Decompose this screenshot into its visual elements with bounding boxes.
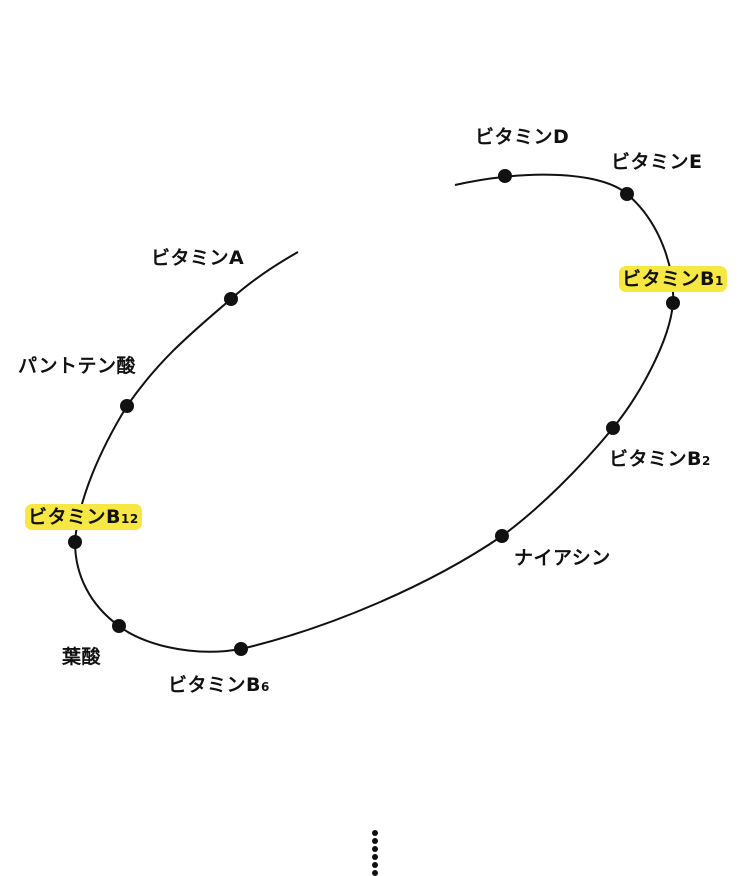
node-label-main: ビタミンA: [151, 247, 245, 269]
node-label-vitamin-b12: ビタミンB12: [25, 504, 142, 530]
node-dot-vitamin-b2: [606, 421, 620, 435]
node-label-subscript: 2: [701, 454, 711, 468]
node-label-vitamin-b6: ビタミンB6: [168, 676, 270, 695]
node-label-main: ビタミンB: [609, 448, 702, 470]
node-label-main: ビタミンE: [611, 151, 703, 173]
node-dot-vitamin-d: [498, 169, 512, 183]
node-label-pantothenic-acid: パントテン酸: [18, 357, 136, 376]
node-label-main: ビタミンB: [28, 506, 121, 528]
node-label-subscript: 6: [260, 680, 270, 694]
node-label-subscript: 12: [120, 512, 139, 526]
vertical-ellipsis-icon: [371, 828, 379, 876]
node-label-vitamin-a: ビタミンA: [151, 249, 244, 268]
node-label-subscript: 1: [714, 274, 724, 288]
node-dot-vitamin-e: [620, 187, 634, 201]
node-dot-vitamin-b1: [666, 296, 680, 310]
node-label-vitamin-d: ビタミンD: [475, 128, 569, 147]
node-dot-vitamin-a: [224, 292, 238, 306]
node-dot-folic-acid: [112, 619, 126, 633]
node-dot-niacin: [495, 529, 509, 543]
node-label-vitamin-e: ビタミンE: [611, 153, 702, 172]
node-dot-vitamin-b6: [234, 642, 248, 656]
node-label-niacin: ナイアシン: [514, 549, 611, 568]
node-label-folic-acid: 葉酸: [62, 648, 101, 667]
node-label-vitamin-b1: ビタミンB1: [619, 266, 727, 292]
node-label-main: 葉酸: [62, 646, 102, 668]
node-label-vitamin-b2: ビタミンB2: [609, 450, 711, 469]
node-label-main: ビタミンB: [168, 674, 261, 696]
cycle-curve: [73, 173, 675, 653]
node-label-main: ビタミンB: [622, 268, 715, 290]
node-dot-vitamin-b12: [68, 535, 82, 549]
node-dots: [68, 169, 680, 656]
node-label-main: ナイアシン: [514, 547, 611, 569]
node-dot-pantothenic-acid: [120, 399, 134, 413]
node-label-main: パントテン酸: [18, 355, 136, 377]
node-label-main: ビタミンD: [475, 126, 570, 148]
